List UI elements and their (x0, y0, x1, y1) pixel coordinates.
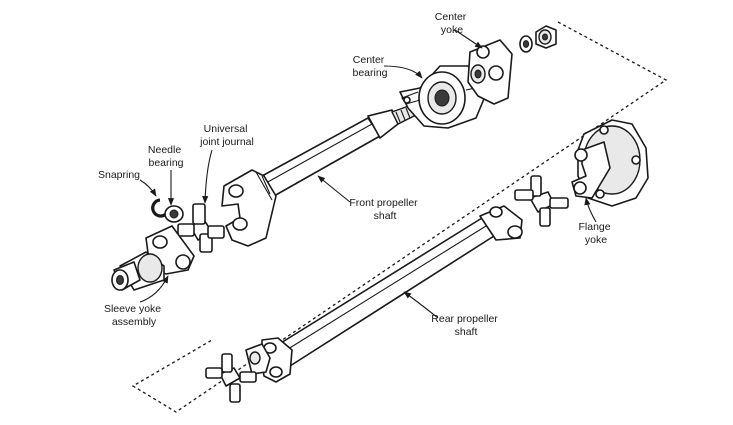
center-yoke-washer (519, 35, 533, 53)
label-center-yoke: Center yoke (435, 11, 469, 36)
label-flange-yoke: Flange yoke (578, 221, 613, 246)
label-sleeve-yoke-assembly: Sleeve yoke assembly (104, 303, 164, 328)
universal-joint-rear-upper (514, 175, 569, 227)
center-yoke (467, 39, 513, 105)
label-rear-propeller-shaft: Rear propeller shaft (431, 313, 500, 338)
needle-bearing (164, 205, 184, 223)
sleeve-yoke-assembly (111, 225, 195, 291)
front-propeller-shaft (221, 103, 419, 247)
rear-propeller-shaft (245, 205, 523, 383)
assembly-boundary-dashed-line (131, 21, 668, 413)
universal-joint-rear-lower (205, 353, 257, 403)
label-front-propeller-shaft: Front propeller shaft (349, 197, 420, 222)
label-needle-bearing: Needle bearing (148, 144, 184, 169)
label-center-bearing: Center bearing (352, 54, 387, 79)
universal-joint-journal (177, 203, 225, 253)
flange-yoke (571, 119, 649, 207)
leader-lines (139, 29, 597, 319)
label-snapring: Snapring (98, 169, 140, 181)
label-universal-joint-journal: Universal joint journal (199, 123, 254, 148)
center-bearing (399, 65, 487, 129)
snapring (151, 198, 168, 218)
center-yoke-nut (535, 25, 557, 49)
